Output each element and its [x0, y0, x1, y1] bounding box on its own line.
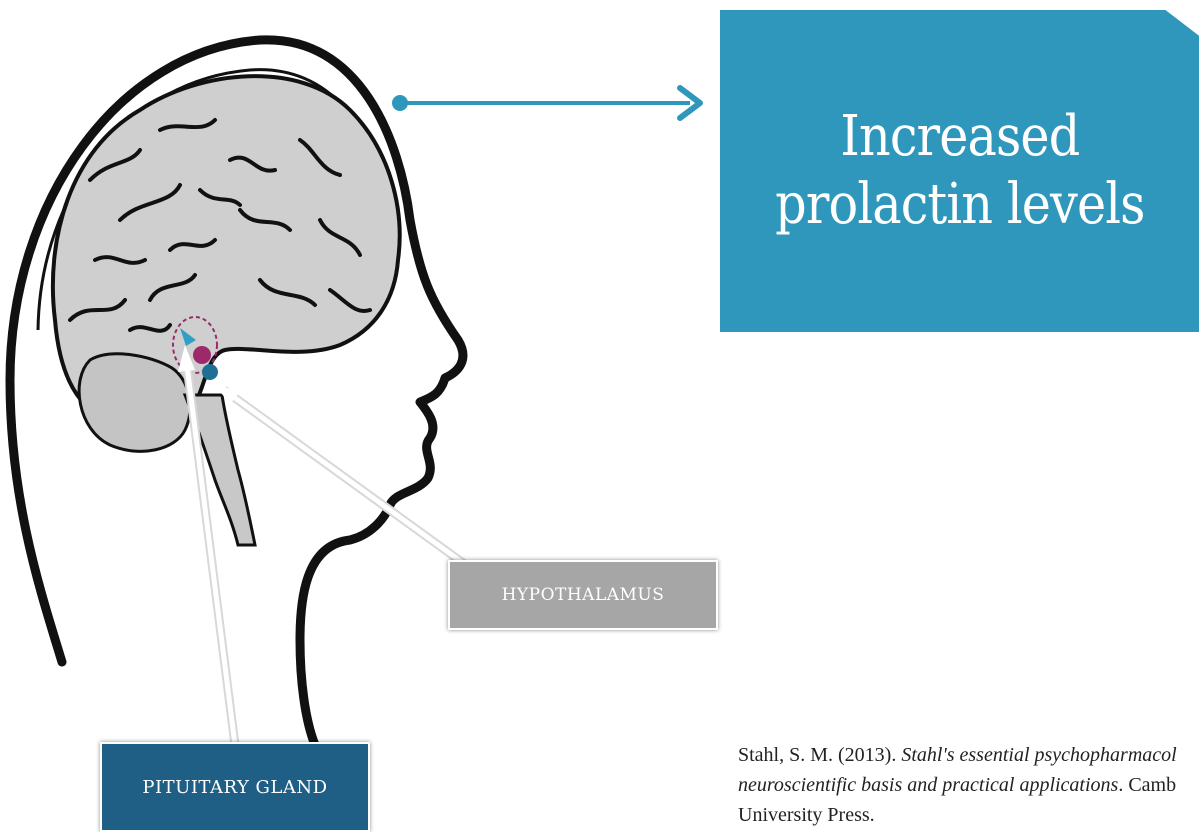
callout-text: Increased prolactin levels: [775, 103, 1144, 240]
citation-line-1: Stahl, S. M. (2013). Stahl's essential p…: [738, 740, 1199, 770]
citation: Stahl, S. M. (2013). Stahl's essential p…: [738, 740, 1199, 832]
arrow-right-icon: [392, 88, 700, 118]
callout-line-2: prolactin levels: [775, 171, 1144, 239]
callout-line-1: Increased: [775, 103, 1144, 171]
citation-authors: Stahl, S. M. (2013).: [738, 744, 901, 766]
pituitary-gland-label: PITUITARY GLAND: [100, 742, 370, 832]
hypothalamus-marker: [193, 346, 211, 364]
citation-title-1: Stahl's essential psychopharmacol: [901, 744, 1176, 766]
citation-line-3: University Press.: [738, 800, 1199, 830]
citation-title-2: neuroscientific basis and practical appl…: [738, 774, 1118, 796]
hypothalamus-label: HYPOTHALAMUS: [448, 560, 718, 630]
hypothalamus-marker-2: [202, 364, 218, 380]
citation-publisher-1: . Camb: [1118, 774, 1176, 796]
prolactin-callout: Increased prolactin levels: [720, 10, 1199, 332]
citation-line-2: neuroscientific basis and practical appl…: [738, 770, 1199, 800]
